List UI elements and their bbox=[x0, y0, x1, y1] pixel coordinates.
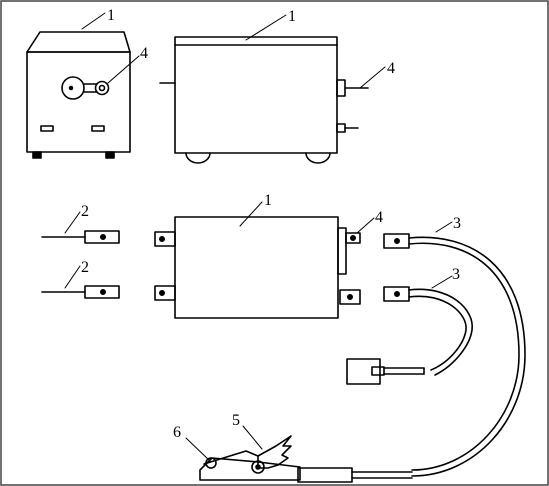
label-4-middle: 4 bbox=[375, 209, 383, 226]
label-2-lower: 2 bbox=[81, 259, 89, 276]
lead-lower bbox=[41, 265, 120, 299]
electrode-plate bbox=[346, 358, 425, 385]
welder-front-view bbox=[26, 12, 140, 159]
label-2-upper: 2 bbox=[81, 203, 89, 220]
label-4-top-right: 4 bbox=[387, 60, 395, 77]
welder-top-view bbox=[154, 201, 375, 319]
label-3-outer: 3 bbox=[453, 215, 461, 232]
label-1-top-right: 1 bbox=[288, 8, 296, 25]
label-6-clamp: 6 bbox=[173, 424, 181, 441]
lead-upper bbox=[41, 211, 120, 244]
label-3-inner: 3 bbox=[452, 266, 460, 283]
cable-short bbox=[383, 275, 473, 376]
label-5-clamp: 5 bbox=[232, 412, 240, 429]
cable-long bbox=[383, 221, 526, 477]
label-1-middle: 1 bbox=[264, 192, 272, 209]
label-4-top-left: 4 bbox=[140, 45, 148, 62]
label-1-top-left: 1 bbox=[107, 7, 115, 24]
ground-clamp bbox=[185, 425, 413, 483]
welder-side-view bbox=[159, 14, 386, 164]
